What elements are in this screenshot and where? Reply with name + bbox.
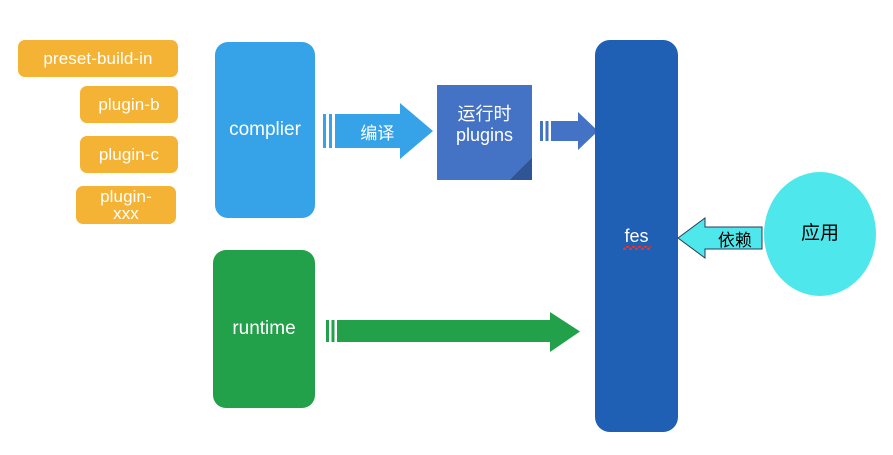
node-runtime-label: runtime xyxy=(232,318,296,340)
node-complier-label: complier xyxy=(229,119,301,141)
plugin-chip-plugin-xxx[interactable]: plugin- xxx xyxy=(76,186,176,224)
spellcheck-underline-icon xyxy=(623,246,651,251)
plugin-chip-label-line1: plugin- xyxy=(100,186,152,206)
arrow-runtime-to-fes-tail-stripe-1 xyxy=(326,320,329,342)
node-runtime-plugins[interactable]: 运行时 plugins xyxy=(437,85,532,180)
plugin-chip-preset-build-in[interactable]: preset-build-in xyxy=(18,40,178,77)
node-complier[interactable]: complier xyxy=(215,42,315,218)
arrow-compile-tail-stripe-1 xyxy=(323,114,326,148)
arrow-to-fes-tail-stripe-2 xyxy=(545,121,549,141)
plugin-chip-label-line2: xxx xyxy=(113,204,139,223)
arrow-to-fes-body xyxy=(551,112,598,150)
node-runtime[interactable]: runtime xyxy=(213,250,315,408)
plugin-chip-label: plugin-b xyxy=(98,94,160,114)
arrow-compile: 编译 xyxy=(323,103,433,159)
node-runtime-plugins-text: 运行时 plugins xyxy=(437,85,532,180)
node-fes[interactable]: fes xyxy=(595,40,678,432)
arrow-to-fes-tail-stripe-1 xyxy=(540,121,543,141)
arrow-runtime-to-fes xyxy=(326,312,580,352)
arrow-compile-tail-stripe-2 xyxy=(329,114,332,148)
node-fes-label-wrap: fes xyxy=(623,225,651,251)
node-application-label: 应用 xyxy=(800,223,839,245)
arrow-to-fes xyxy=(540,112,598,150)
node-runtime-plugins-label-line1: 运行时 xyxy=(457,103,512,124)
node-fes-label: fes xyxy=(624,225,649,246)
arrow-compile-body xyxy=(335,103,433,159)
node-application[interactable]: 应用 xyxy=(764,172,876,296)
arrow-runtime-to-fes-body xyxy=(337,312,580,352)
plugin-chip-label: preset-build-in xyxy=(43,48,153,68)
arrow-dependency: 依赖 xyxy=(677,216,763,260)
plugin-chip-plugin-c[interactable]: plugin-c xyxy=(80,136,178,173)
arrow-dependency-body xyxy=(677,217,763,259)
plugin-chip-plugin-b[interactable]: plugin-b xyxy=(80,86,178,123)
node-runtime-plugins-label-line2: plugins xyxy=(455,124,514,145)
node-runtime-plugins-face xyxy=(437,85,532,180)
arrow-runtime-to-fes-tail-stripe-2 xyxy=(331,320,335,342)
plugin-chip-label: plugin-c xyxy=(98,144,160,164)
